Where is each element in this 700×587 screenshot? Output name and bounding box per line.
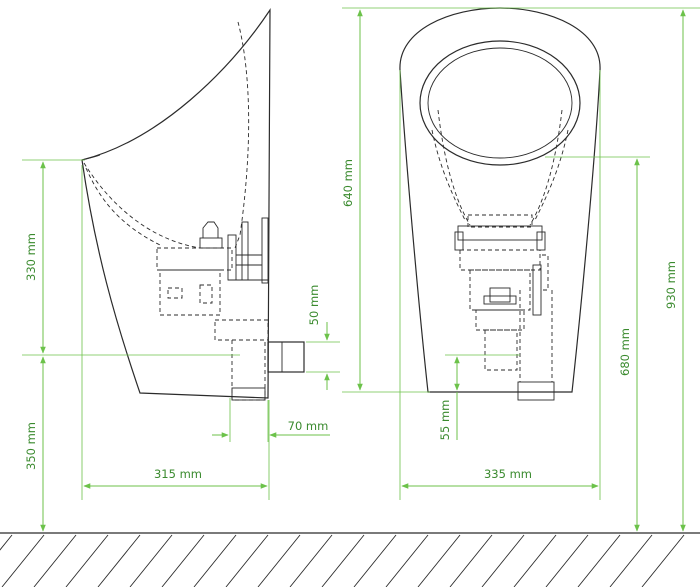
dim-640-label: 640 mm [341, 159, 355, 207]
dim-315-label: 315 mm [154, 467, 202, 481]
dim-50-label: 50 mm [307, 285, 321, 326]
dim-350-side: 350 mm [24, 356, 46, 532]
front-bowl-inner [427, 47, 573, 159]
floor-hatch-line [1, 534, 45, 587]
floor-hatch-line [449, 534, 493, 587]
floor-hatch-line [641, 534, 685, 587]
dim-50: 50 mm [306, 285, 340, 390]
dim-930: 930 mm [664, 9, 686, 532]
floor-hatch-line [161, 534, 205, 587]
floor-hatch-line [321, 534, 365, 587]
dim-640: 640 mm [341, 7, 700, 393]
floor-hatch-line [609, 534, 653, 587]
floor-hatch-line [65, 534, 109, 587]
dim-335: 335 mm [399, 70, 601, 500]
front-siphon [454, 214, 555, 401]
dim-70-label: 70 mm [288, 419, 329, 433]
dim-70: 70 mm [212, 398, 330, 442]
side-siphon [156, 217, 269, 401]
dim-55-label: 55 mm [438, 400, 452, 441]
side-outlet-pipe [267, 341, 305, 373]
floor-hatch-line [193, 534, 237, 587]
dim-315: 315 mm [81, 165, 270, 500]
floor-hatch-line [0, 534, 13, 551]
floor-hatch-line [257, 534, 301, 587]
floor-hatch-line [289, 534, 333, 587]
side-body-outline [81, 8, 271, 399]
floor-hatch-line [129, 534, 173, 587]
floor-hatch-line [545, 534, 589, 587]
dim-680: 680 mm [545, 156, 650, 532]
floor-hatch-line [225, 534, 269, 587]
dim-680-label: 680 mm [618, 328, 632, 376]
side-view [81, 8, 305, 401]
dim-350-label: 350 mm [24, 422, 38, 470]
floor-hatch-line [481, 534, 525, 587]
floor-hatch-line [97, 534, 141, 587]
floor [0, 532, 700, 587]
front-body-outline [399, 7, 601, 393]
floor-hatch-line [385, 534, 429, 587]
dim-335-label: 335 mm [484, 467, 532, 481]
floor-hatch-line [353, 534, 397, 587]
dim-930-label: 930 mm [664, 261, 678, 309]
floor-hatch-line [33, 534, 77, 587]
dim-55: 55 mm [438, 354, 520, 441]
floor-hatch-line [513, 534, 557, 587]
side-bowl-hidden [83, 21, 250, 249]
floor-hatch-line [417, 534, 461, 587]
front-bowl-rim [419, 40, 581, 166]
floor-hatching [0, 534, 685, 587]
floor-hatch-line [577, 534, 621, 587]
dim-330-label: 330 mm [24, 233, 38, 281]
front-funnel-hidden [431, 109, 569, 226]
front-view [399, 7, 601, 401]
dim-330-side: 330 mm [22, 159, 240, 356]
